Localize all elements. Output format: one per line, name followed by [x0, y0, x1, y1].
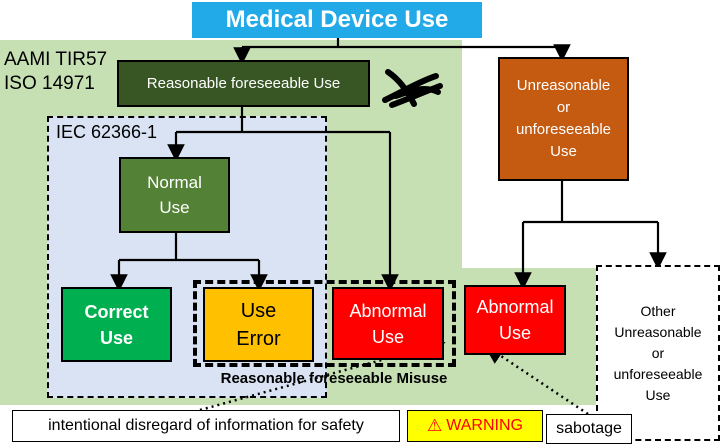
use-error-box: Use Error	[203, 287, 314, 362]
warning-note-text: WARNING	[446, 417, 523, 434]
standard-label-iec: IEC 62366-1	[56, 122, 158, 142]
abnormal-use-line: Abnormal	[349, 300, 427, 321]
unreasonable-line: Unreasonable	[516, 77, 611, 94]
correct-use-line: Use	[99, 327, 134, 348]
other-line: Unreasonable	[614, 323, 702, 340]
unreasonable-line: Use	[550, 143, 577, 160]
unreasonable-line: unforeseeable	[515, 121, 612, 138]
normal-use-box: Normal Use	[119, 157, 230, 233]
unreasonable-use-box: Unreasonable or unforeseeable Use	[498, 57, 629, 181]
reasonable-use-label: Reasonable foreseeable Use	[146, 75, 341, 92]
other-line: or	[651, 344, 665, 361]
normal-use-line: Use	[159, 198, 190, 217]
reasonable-misuse-group	[193, 280, 456, 367]
disregard-note: intentional disregard of information for…	[12, 410, 400, 442]
normal-use-line: Normal	[147, 173, 202, 192]
abnormal-use-box-right: Abnormal Use	[464, 285, 566, 355]
warning-note: ⚠ WARNING	[407, 410, 543, 442]
use-error-line: Use	[240, 299, 277, 322]
correct-use-line: Correct	[84, 301, 149, 322]
sabotage-note-text: sabotage	[556, 420, 622, 437]
unreasonable-line: or	[556, 99, 571, 116]
other-line: Other	[640, 302, 676, 319]
correct-use-box: Correct Use	[61, 287, 172, 362]
use-error-line: Error	[236, 327, 281, 350]
other-line: Use	[645, 386, 671, 403]
abnormal-use-box-left: Abnormal Use	[332, 287, 444, 360]
reasonable-foreseeable-use-box: Reasonable foreseeable Use	[117, 60, 370, 107]
page-title: Medical Device Use	[192, 2, 482, 38]
standard-label-aami: AAMI TIR57	[4, 49, 108, 70]
abnormal-use-line: Abnormal	[476, 297, 554, 317]
warning-triangle-icon: ⚠	[427, 416, 443, 435]
disregard-note-text: intentional disregard of information for…	[48, 417, 364, 434]
other-line: unforeseeable	[613, 365, 703, 382]
sabotage-note: sabotage	[546, 414, 632, 444]
reasonable-misuse-label: Reasonable foreseeable Misuse	[220, 370, 448, 387]
pointer-sabotage	[483, 344, 589, 416]
other-unreasonable-box: Other Unreasonable or unforeseeable Use	[596, 265, 720, 441]
scribble-x-icon	[382, 69, 443, 108]
abnormal-use-line: Use	[498, 323, 531, 343]
standard-label-iso: ISO 14971	[4, 73, 95, 94]
abnormal-use-line: Use	[371, 326, 404, 347]
